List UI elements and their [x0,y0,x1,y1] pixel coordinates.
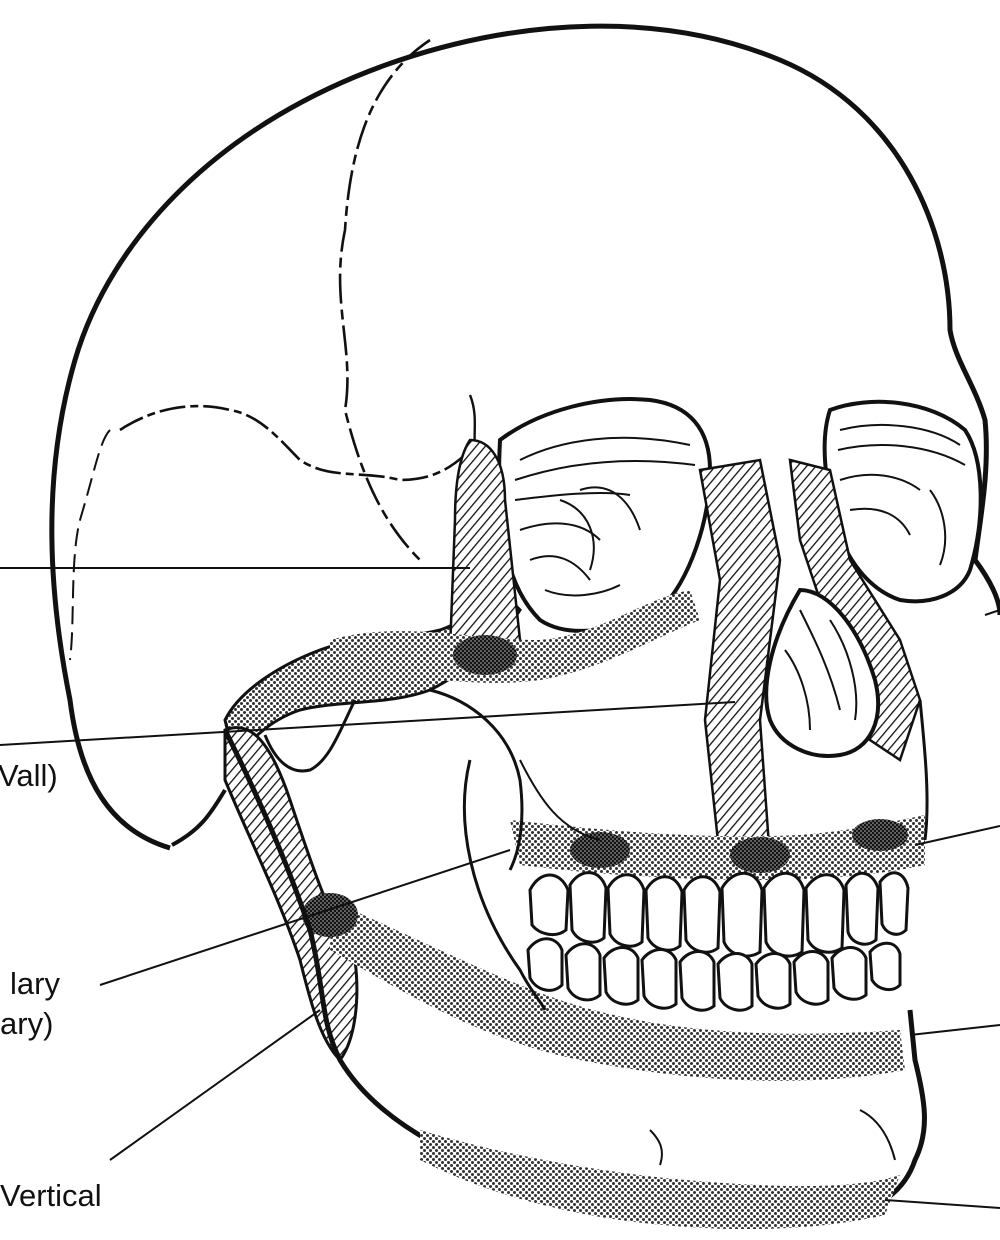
coronal-suture [340,40,430,560]
label-wall: Vall) [0,760,58,791]
label-vertical: Vertical [0,1180,102,1211]
label-maxillary-line2: ary) [0,1008,53,1039]
label-maxillary-line1: lary [10,968,60,999]
squamosal-suture [120,406,470,480]
nasomaxillary-buttress-left [700,460,780,860]
